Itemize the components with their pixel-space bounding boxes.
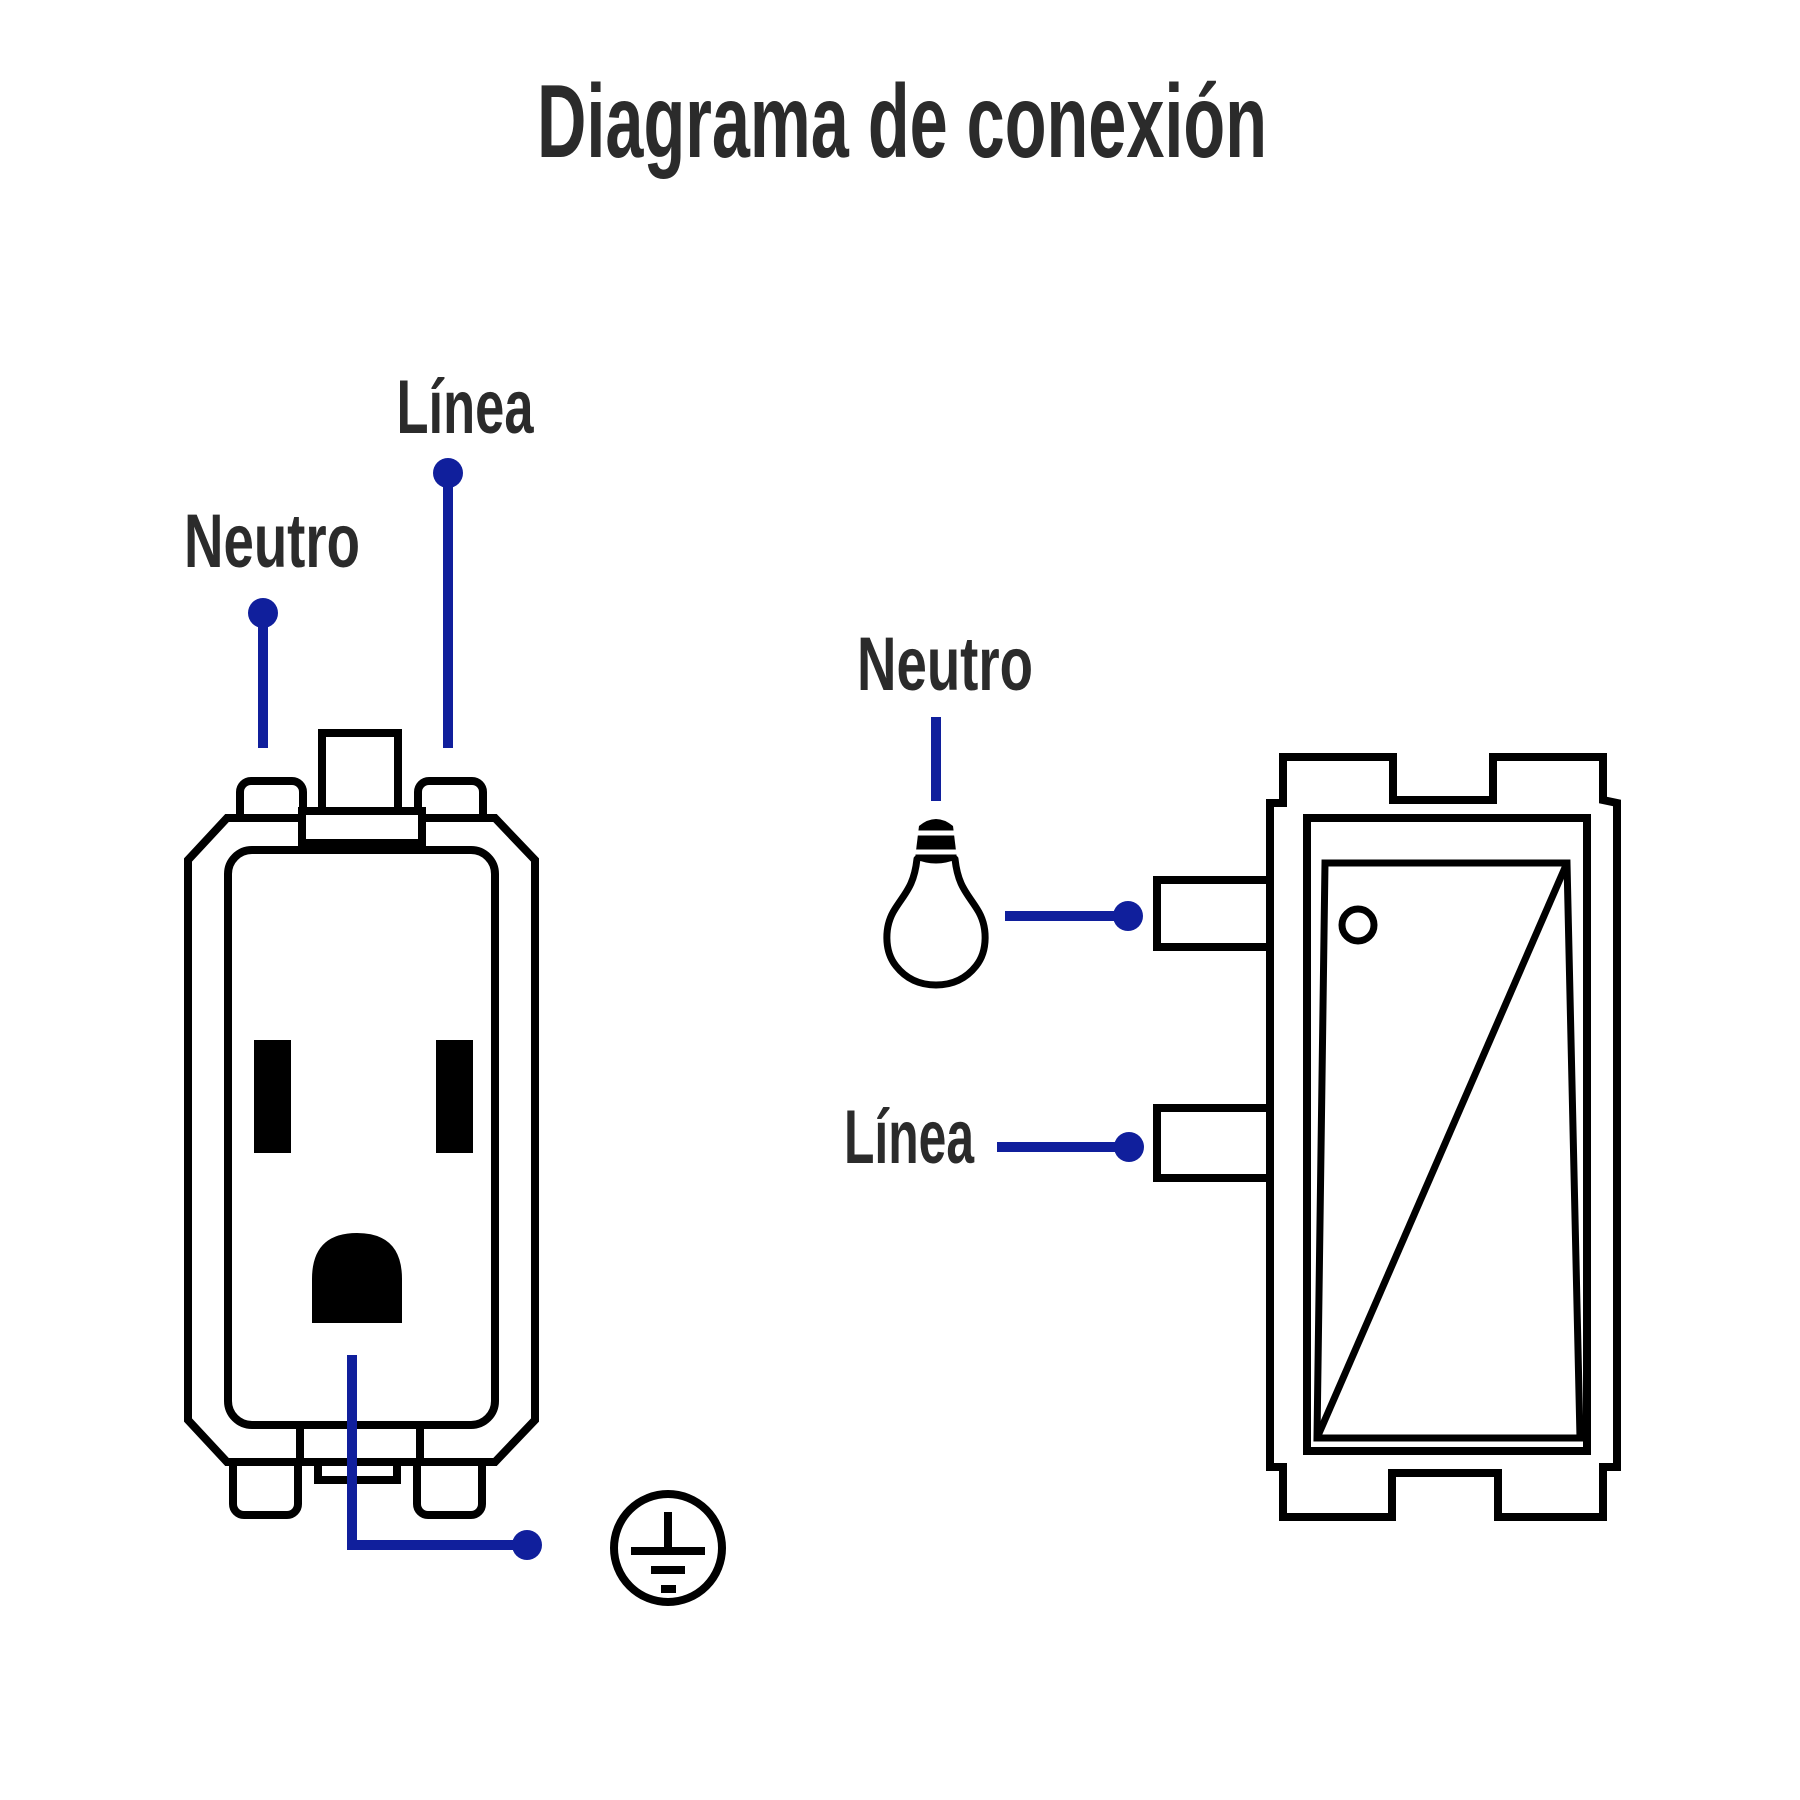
wire-segment (347, 1355, 527, 1550)
bulb-icon (883, 819, 989, 989)
switch-diagram (1153, 753, 1621, 1521)
switch-terminal-lower (1153, 1104, 1277, 1182)
switch-neutro-label: Neutro (857, 622, 1033, 707)
ground-circle (610, 1490, 726, 1606)
outlet-slot-line (436, 1040, 473, 1153)
outlet-linea-label: Línea (397, 365, 535, 450)
bulb-globe (883, 855, 989, 989)
outlet-ground-hole (312, 1233, 402, 1323)
outlet-top-terminal-base (298, 807, 426, 847)
wire-dot (1113, 901, 1143, 931)
outlet-linea-wire (433, 458, 463, 748)
outlet-bottom-terminal-base (296, 1421, 424, 1466)
ground-icon (610, 1490, 726, 1606)
outlet-neutro-label: Neutro (184, 499, 360, 584)
wire-dot (1114, 1132, 1144, 1162)
bulb-to-switch-wire (1005, 901, 1143, 931)
bulb-cap (915, 819, 957, 864)
switch-rocker-indicator (1338, 905, 1378, 945)
outlet-neutro-wire (248, 598, 278, 748)
switch-linea-wire (997, 1132, 1144, 1162)
outlet-top-terminal (318, 729, 402, 821)
wire-dot (512, 1530, 542, 1560)
switch-rocker-diagonal (1313, 861, 1571, 1440)
switch-linea-label: Línea (844, 1095, 974, 1180)
outlet-slot-neutral (254, 1040, 291, 1153)
switch-terminal-upper (1153, 876, 1277, 951)
page-title: Diagrama de conexión (537, 64, 1267, 180)
outlet-bottom-terminal (314, 1458, 401, 1484)
outlet-ground-wire (347, 1355, 542, 1560)
outlet-diagram (184, 729, 539, 1519)
